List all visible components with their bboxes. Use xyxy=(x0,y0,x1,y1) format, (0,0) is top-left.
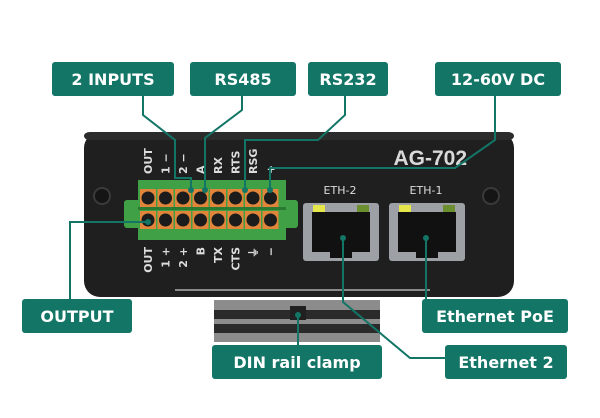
callout-ethernet-2: Ethernet 2 xyxy=(445,345,567,379)
terminal-label-bottom-5: CTS xyxy=(230,247,243,271)
model-label: AG-702 xyxy=(393,147,467,170)
leader-power xyxy=(269,95,496,190)
terminal-hole xyxy=(264,213,277,227)
terminal-hole xyxy=(194,191,207,205)
callout-power: 12-60V DC xyxy=(435,62,561,96)
eth-1-port-label: ETH-1 xyxy=(410,184,443,197)
terminal-hole xyxy=(246,191,260,205)
terminal-hole xyxy=(264,191,277,205)
terminal-label-bottom-4: TX xyxy=(212,246,225,263)
terminal-hole xyxy=(229,191,242,205)
callout-2-inputs: 2 INPUTS xyxy=(52,62,174,96)
callout-output: OUTPUT xyxy=(22,299,132,333)
terminal-label-top-3: A xyxy=(195,165,208,174)
leader-lines xyxy=(69,95,496,359)
leader-dots xyxy=(145,187,429,318)
terminal-label-bottom-2: 2 + xyxy=(177,247,190,268)
leader-inputs xyxy=(142,95,192,190)
terminal-label-top-4: RX xyxy=(212,157,225,174)
terminal-hole xyxy=(159,191,172,205)
terminal-hole xyxy=(194,213,207,227)
callout-rs485: RS485 xyxy=(190,62,296,96)
terminal-label-bottom-3: B xyxy=(195,247,208,255)
terminal-label-top-0: OUT xyxy=(142,148,155,174)
terminal-label-top-1: 1 − xyxy=(160,153,173,174)
terminal-hole xyxy=(246,213,260,227)
terminal-block xyxy=(124,180,298,240)
terminal-hole xyxy=(176,213,190,227)
terminal-label-bottom-1: 1 + xyxy=(160,247,173,268)
terminal-hole xyxy=(211,191,225,205)
leader-eth2 xyxy=(342,238,447,359)
terminal-hole xyxy=(211,213,225,227)
terminal-label-bottom-6: ⏚ xyxy=(247,247,260,258)
mount-screw-left xyxy=(93,187,111,205)
terminal-label-top-2: 2 − xyxy=(177,153,190,174)
callout-ethernet-poe: Ethernet PoE xyxy=(422,299,568,333)
mount-screw-right xyxy=(482,187,500,205)
terminal-label-bottom-7: − xyxy=(265,247,278,256)
terminal-label-bottom-0: OUT xyxy=(142,247,155,273)
callout-rs232: RS232 xyxy=(308,62,388,96)
terminal-hole xyxy=(229,213,242,227)
terminal-label-top-5: RTS xyxy=(230,151,243,174)
leader-rs485 xyxy=(204,95,243,190)
callout-din-rail-clamp: DIN rail clamp xyxy=(212,345,382,379)
terminal-divider xyxy=(138,207,286,210)
eth-2-port: ETH-2 xyxy=(303,184,379,261)
terminal-hole xyxy=(159,213,172,227)
eth-2-port-label: ETH-2 xyxy=(324,184,357,197)
terminal-hole xyxy=(176,191,190,205)
leader-output xyxy=(69,221,148,300)
terminal-hole xyxy=(141,191,155,205)
leader-rs232 xyxy=(244,95,346,190)
terminal-label-top-6: RSG xyxy=(247,149,260,174)
